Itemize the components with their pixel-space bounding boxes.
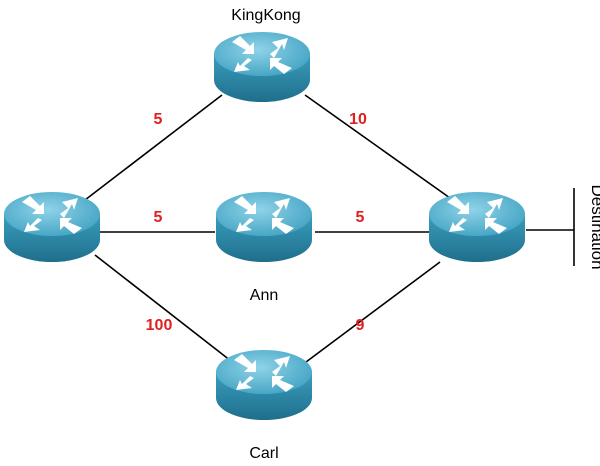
router-icon	[216, 350, 312, 420]
router-label-ann: Ann	[250, 287, 278, 304]
link-carl-right	[297, 261, 441, 369]
router-carl[interactable]	[216, 350, 312, 420]
router-ann[interactable]	[216, 192, 312, 262]
metric-kingkong-right: 10	[349, 111, 367, 128]
router-icon	[4, 192, 100, 262]
metric-left-kingkong: 5	[154, 111, 163, 128]
router-kingkong[interactable]	[214, 32, 310, 102]
router-icon	[429, 192, 525, 262]
router-left[interactable]	[4, 192, 100, 262]
metric-left-carl: 100	[146, 317, 173, 334]
router-icon	[214, 32, 310, 102]
router-label-carl: Carl	[249, 445, 278, 462]
router-icon	[216, 192, 312, 262]
metric-ann-right: 5	[356, 209, 365, 226]
destination-label: Destination	[588, 184, 600, 269]
link-left-carl	[94, 254, 241, 369]
metric-left-ann: 5	[154, 209, 163, 226]
link-left-kingkong	[84, 94, 223, 201]
router-right[interactable]	[429, 192, 525, 262]
metric-carl-right: 9	[356, 317, 365, 334]
link-kingkong-right	[304, 94, 451, 199]
router-label-kingkong: KingKong	[231, 7, 300, 24]
